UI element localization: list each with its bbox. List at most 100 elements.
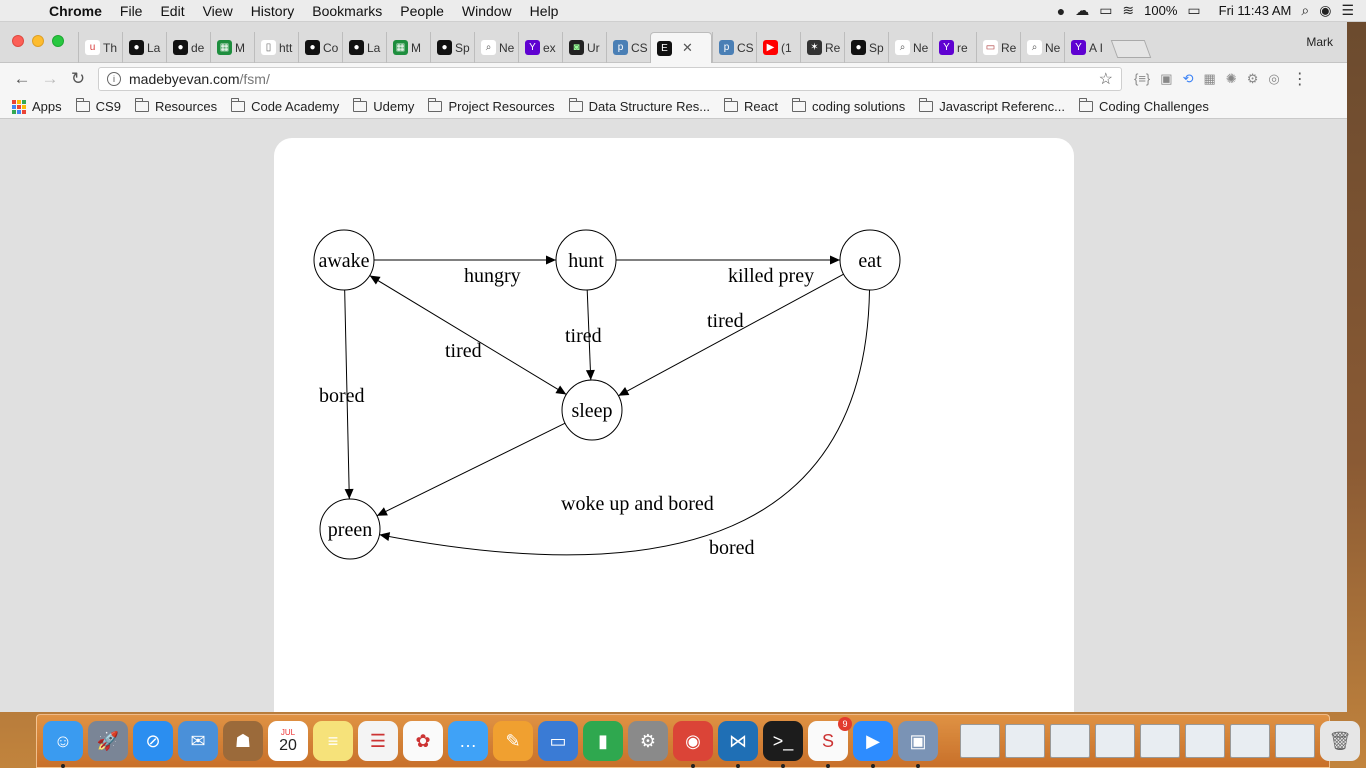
close-tab-icon[interactable]: ✕ — [682, 40, 693, 55]
browser-tab[interactable]: ▶(1 — [756, 32, 800, 63]
browser-tab[interactable]: ⌕Ne — [1020, 32, 1064, 63]
fsm-state-eat[interactable] — [839, 229, 901, 291]
fsm-edge-sleep-awake[interactable] — [369, 275, 567, 395]
fsm-state-label[interactable]: hunt — [568, 250, 604, 272]
bookmark-folder[interactable]: React — [724, 98, 778, 114]
browser-tab[interactable]: ●Sp — [430, 32, 474, 63]
browser-tab[interactable]: ▭Re — [976, 32, 1020, 63]
bookmark-folder[interactable]: coding solutions — [792, 98, 905, 114]
fsm-state-label[interactable]: preen — [328, 519, 372, 541]
sync-extension-icon[interactable]: ⟲ — [1182, 71, 1194, 86]
bookmark-apps[interactable]: Apps — [12, 99, 62, 114]
extension-icon[interactable]: ⚙ — [1246, 71, 1259, 86]
menu-file[interactable]: File — [119, 2, 143, 19]
fsm-state-label[interactable]: sleep — [571, 400, 612, 422]
fsm-diagram[interactable]: hungry killed prey tired tired tired bored wok… — [274, 138, 1074, 712]
minimized-window-thumbnail[interactable] — [1230, 724, 1270, 758]
wifi-icon[interactable]: ≋ — [1122, 2, 1135, 18]
new-tab-button[interactable] — [1110, 40, 1152, 58]
fsm-state-hunt[interactable] — [555, 229, 617, 291]
browser-tab[interactable]: ✶Re — [800, 32, 844, 63]
bookmark-folder[interactable]: Code Academy — [231, 98, 339, 114]
fsm-edge-label[interactable]: tired — [445, 340, 482, 362]
menu-edit[interactable]: Edit — [160, 2, 185, 19]
minimized-window-thumbnail[interactable] — [1050, 724, 1090, 758]
browser-tab[interactable]: E✕ — [650, 32, 712, 63]
fsm-edge-label[interactable]: hungry — [464, 265, 521, 287]
cloud-icon[interactable]: ☁ — [1075, 2, 1090, 18]
menu-people[interactable]: People — [400, 2, 444, 19]
vscode-icon[interactable]: ⋈ — [718, 721, 758, 768]
fsm-edge-awake-preen[interactable] — [344, 289, 350, 500]
messages-icon[interactable]: … — [448, 721, 488, 761]
extension-icon[interactable]: ◎ — [1268, 71, 1280, 86]
clock[interactable]: Fri 11:43 AM — [1218, 3, 1292, 18]
menu-history[interactable]: History — [250, 2, 295, 19]
fsm-edge-label[interactable]: tired — [565, 325, 602, 347]
battery-icon[interactable]: ▭ — [1187, 2, 1201, 18]
browser-tab[interactable]: ⌕Ne — [888, 32, 932, 63]
fsm-edge-label[interactable]: killed prey — [728, 265, 814, 287]
fsm-edge-label[interactable]: woke up and bored — [561, 493, 714, 515]
forward-button[interactable]: → — [41, 69, 59, 88]
reminders-icon[interactable]: ☰ — [358, 721, 398, 761]
finder-icon[interactable]: ☺ — [43, 721, 83, 768]
bookmark-star-icon[interactable]: ☆ — [1098, 71, 1113, 88]
fsm-state-preen[interactable] — [319, 498, 381, 560]
bookmark-folder[interactable]: Resources — [134, 98, 217, 114]
siri-icon[interactable]: ◉ — [1319, 2, 1332, 18]
photos-icon[interactable]: ✿ — [403, 721, 443, 761]
bookmark-folder[interactable]: Data Structure Res... — [568, 98, 710, 114]
extension-icon[interactable]: ▦ — [1203, 71, 1216, 86]
bookmark-folder[interactable]: CS9 — [75, 98, 121, 114]
back-button[interactable]: ← — [13, 69, 31, 88]
browser-tab[interactable]: ▦M — [210, 32, 254, 63]
bookmark-folder[interactable]: Udemy — [353, 98, 414, 114]
browser-tab[interactable]: ▦M — [386, 32, 430, 63]
minimize-window-button[interactable] — [32, 35, 44, 47]
fsm-edge-label[interactable]: bored — [319, 385, 365, 407]
menu-help[interactable]: Help — [529, 2, 559, 19]
minimized-window-thumbnail[interactable] — [1005, 724, 1045, 758]
chrome-menu-icon[interactable]: ⋮ — [1291, 71, 1308, 88]
notification-center-icon[interactable]: ☰ — [1341, 2, 1354, 18]
menu-bookmarks[interactable]: Bookmarks — [312, 2, 383, 19]
browser-tab[interactable]: ●La — [342, 32, 386, 63]
browser-tab[interactable]: ◙Ur — [562, 32, 606, 63]
fsm-edge-eat-sleep[interactable] — [618, 273, 844, 397]
launchpad-icon[interactable]: 🚀 — [88, 721, 128, 761]
fsm-edge-sleep-preen[interactable] — [376, 422, 566, 517]
fsm-edge-hunt-sleep[interactable] — [586, 289, 592, 381]
fsm-state-awake[interactable] — [313, 229, 375, 291]
bookmark-folder[interactable]: Project Resources — [428, 98, 555, 114]
camera-icon[interactable]: ● — [1056, 2, 1066, 19]
extension-icon[interactable]: ▣ — [1160, 71, 1173, 86]
json-viewer-extension-icon[interactable]: {≡} — [1134, 71, 1151, 86]
system-preferences-icon[interactable]: ⚙ — [628, 721, 668, 761]
zoom-icon[interactable]: ▶ — [853, 721, 893, 768]
browser-tab[interactable]: ▯htt — [254, 32, 298, 63]
minimized-window-thumbnail[interactable] — [1185, 724, 1225, 758]
spotlight-search-icon[interactable]: ⌕ — [1301, 2, 1310, 18]
bookmark-folder[interactable]: Javascript Referenc... — [919, 98, 1065, 114]
fsm-state-label[interactable]: eat — [858, 250, 882, 272]
minimized-window-thumbnail[interactable] — [1095, 724, 1135, 758]
zoom-window-button[interactable] — [52, 35, 64, 47]
extension-icon[interactable]: ✺ — [1225, 71, 1237, 86]
minimized-window-thumbnail[interactable] — [1275, 724, 1315, 758]
fsm-edge-label[interactable]: tired — [707, 310, 744, 332]
minimized-window-thumbnail[interactable] — [1140, 724, 1180, 758]
menu-app-name[interactable]: Chrome — [49, 2, 102, 19]
chrome-icon[interactable]: ◉ — [673, 721, 713, 768]
fsm-state-sleep[interactable] — [561, 379, 623, 441]
fsm-edge-eat-preen[interactable] — [379, 289, 871, 556]
fsm-edge-label[interactable]: bored — [709, 537, 755, 559]
pages-icon[interactable]: ✎ — [493, 721, 533, 761]
fsm-state-label[interactable]: awake — [318, 250, 369, 272]
